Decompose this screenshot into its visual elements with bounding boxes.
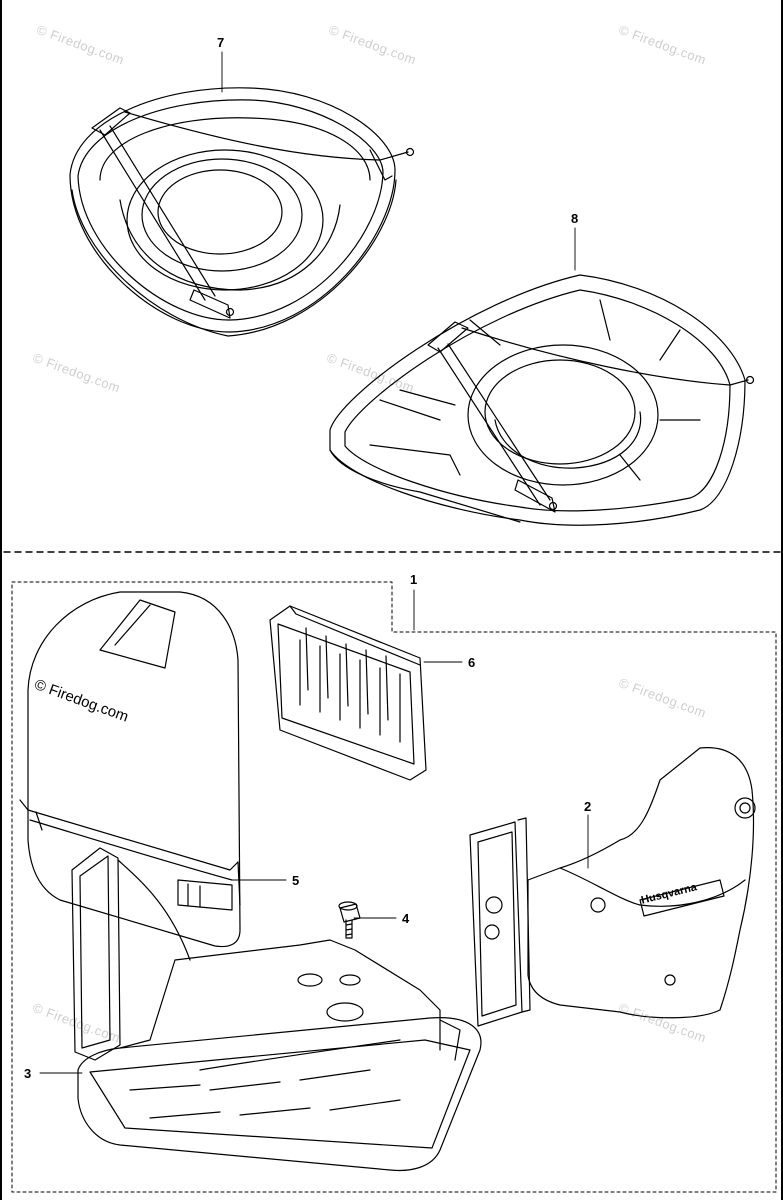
part-3-filter-base (71, 847, 482, 1172)
callout-6: 6 (468, 655, 476, 670)
part-7-cover (69, 87, 415, 337)
assembly-boundary (11, 581, 777, 1193)
part-4-screw (338, 901, 361, 939)
part-8-cover (329, 274, 755, 526)
callout-2: 2 (584, 799, 592, 814)
callout-3: 3 (24, 1066, 32, 1081)
part-2-side-panel (469, 747, 756, 1027)
callout-8: 8 (571, 211, 579, 226)
callout-1: 1 (410, 572, 418, 587)
callout-5: 5 (292, 873, 300, 888)
callout-4: 4 (402, 911, 410, 926)
part-6-filter-element (269, 605, 427, 781)
part-5-filter-cover (19, 591, 241, 948)
callout-7: 7 (217, 35, 225, 50)
leader-lines (39, 51, 589, 1074)
